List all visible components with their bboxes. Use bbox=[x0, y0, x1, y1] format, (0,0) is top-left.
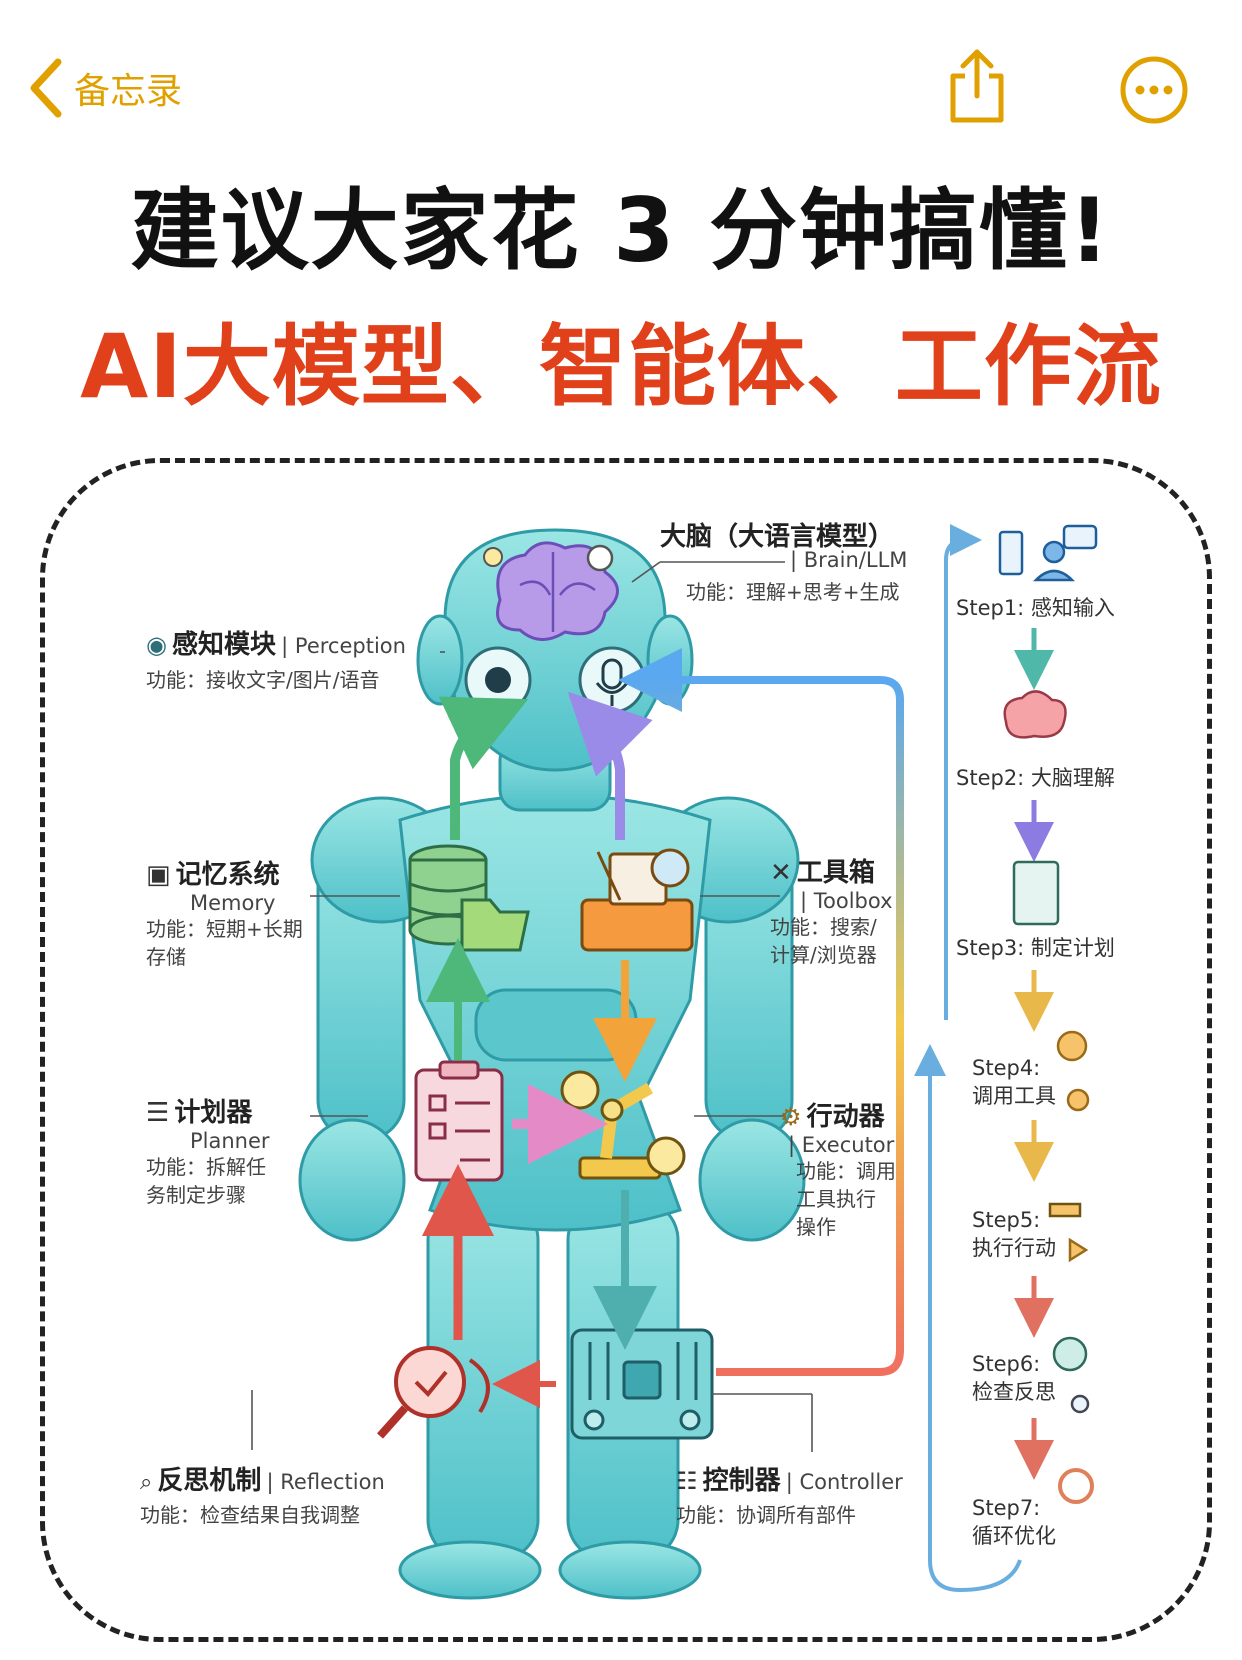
clipboard-small-icon: ☰ bbox=[146, 1098, 169, 1128]
sliders-icon: ☷ bbox=[676, 1467, 698, 1495]
step-5: Step5: 执行行动 bbox=[972, 1208, 1056, 1262]
search-icon: ⌕ bbox=[140, 1470, 152, 1495]
toolbox-label: ✕ 工具箱 | Toolbox 功能：搜索/ 计算/浏览器 bbox=[770, 852, 893, 969]
step-1: Step1: 感知输入 bbox=[956, 592, 1115, 622]
step-2: Step2: 大脑理解 bbox=[956, 762, 1115, 792]
reflection-label: ⌕ 反思机制 | Reflection 功能：检查结果自我调整 bbox=[140, 1460, 385, 1529]
tools-icon: ✕ bbox=[770, 858, 792, 888]
controller-panel-icon bbox=[572, 1330, 712, 1438]
gear-icon: ⚙ bbox=[780, 1103, 802, 1131]
step-6: Step6: 检查反思 bbox=[972, 1352, 1056, 1406]
step-4: Step4: 调用工具 bbox=[972, 1056, 1056, 1110]
perception-desc: 功能：接收文字/图片/语音 bbox=[146, 666, 379, 694]
planner-label: ☰ 计划器 Planner 功能：拆解任 务制定步骤 bbox=[146, 1092, 270, 1209]
eye-small-icon: ◉ bbox=[146, 631, 167, 659]
floppy-disk-icon: ▣ bbox=[146, 860, 171, 890]
perception-label: ◉ 感知模块 | Perception bbox=[146, 624, 406, 661]
controller-label: ☷ 控制器 | Controller 功能：协调所有部件 bbox=[676, 1460, 903, 1529]
clipboard-icon bbox=[416, 1062, 502, 1180]
step-7: Step7: 循环优化 bbox=[972, 1496, 1056, 1550]
executor-label: ⚙ 行动器 | Executor 功能：调用 工具执行 操作 bbox=[780, 1096, 896, 1241]
step-3: Step3: 制定计划 bbox=[956, 932, 1115, 962]
brain-desc: 功能：理解+思考+生成 bbox=[686, 578, 900, 606]
memory-label: ▣ 记忆系统 Memory 功能：短期+长期 存储 bbox=[146, 854, 303, 971]
brain-en-label: | Brain/LLM bbox=[790, 548, 907, 572]
